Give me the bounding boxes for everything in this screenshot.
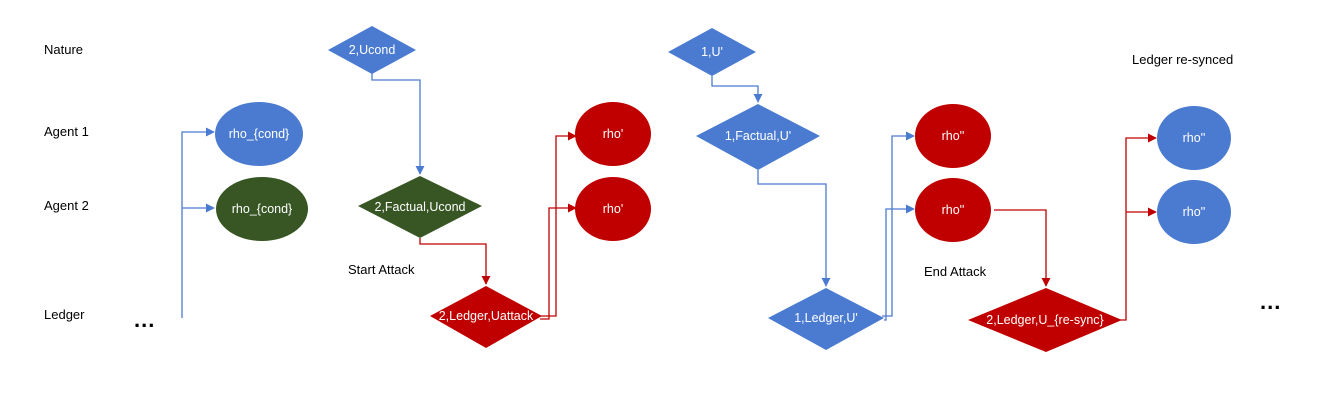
- ledger-uresync-node: [968, 288, 1122, 352]
- nature-uprime-node: [668, 28, 756, 76]
- edge-uattack-to-agent2-attack: [540, 203, 577, 320]
- agent2-factual-ucond-label: 2,Factual,Ucond: [374, 200, 465, 214]
- ledger-uprime-node: [768, 288, 884, 350]
- edge-start-to-agent1-cond: [181, 127, 215, 318]
- agent2-state-resync-label: rho'': [1183, 205, 1206, 219]
- ellipsis-left: ...: [134, 307, 155, 332]
- agent2-state-resync-node: [1157, 180, 1231, 244]
- ledger-uprime-label: 1,Ledger,U': [794, 311, 858, 325]
- agent1-state-end-node: [915, 104, 991, 168]
- row-label-nature: Nature: [44, 42, 83, 57]
- row-label-agent1: Agent 1: [44, 124, 89, 139]
- ledger-uattack-node: [430, 286, 542, 348]
- agent2-state-attack-node: [575, 177, 651, 241]
- caption-start-attack: Start Attack: [348, 262, 415, 277]
- edge-ledger-uprime-to-agent1-end: [882, 131, 915, 317]
- agent2-factual-ucond-node: [358, 176, 482, 238]
- agent1-factual-uprime-node: [696, 104, 820, 170]
- agent1-state-end-label: rho'': [942, 129, 965, 143]
- nature-ucond-node: [328, 26, 416, 74]
- edge-ucond-to-factual: [371, 72, 425, 175]
- ledger-uresync-label: 2,Ledger,U_{re-sync}: [986, 313, 1103, 327]
- ellipsis-right: ...: [1260, 289, 1281, 314]
- agent2-state-end-node: [915, 178, 991, 242]
- agent2-state-attack-label: rho': [603, 202, 623, 216]
- agent2-state-end-label: rho'': [942, 203, 965, 217]
- row-label-agent2: Agent 2: [44, 198, 89, 213]
- agent1-factual-uprime-label: 1,Factual,U': [725, 129, 791, 143]
- edge-factual-to-uattack: [419, 238, 491, 285]
- edge-uresync-to-agent1-resync: [1120, 133, 1157, 321]
- agent1-state-cond-label: rho_{cond}: [229, 127, 289, 141]
- agent2-state-cond-node: [216, 177, 308, 241]
- agent2-state-cond-label: rho_{cond}: [232, 202, 292, 216]
- caption-ledger-resynced: Ledger re-synced: [1132, 52, 1233, 67]
- agent1-state-cond-node: [215, 102, 303, 166]
- caption-end-attack: End Attack: [924, 264, 987, 279]
- row-label-ledger: Ledger: [44, 307, 85, 322]
- agent1-state-resync-label: rho'': [1183, 131, 1206, 145]
- edge-ledger-uprime-to-agent2-end: [884, 204, 915, 321]
- agent1-state-resync-node: [1157, 106, 1231, 170]
- edge-uprime-to-factual: [711, 76, 763, 103]
- agent1-state-attack-label: rho': [603, 127, 623, 141]
- nature-ucond-label: 2,Ucond: [349, 43, 396, 57]
- edge-agent2-end-to-uresync: [994, 209, 1051, 287]
- agent1-state-attack-node: [575, 102, 651, 166]
- ledger-uattack-label: 2,Ledger,Uattack: [439, 309, 534, 323]
- nature-uprime-label: 1,U': [701, 45, 723, 59]
- edge-uattack-to-agent1-attack: [540, 131, 577, 317]
- edge-factual-to-ledger-uprime: [757, 170, 831, 287]
